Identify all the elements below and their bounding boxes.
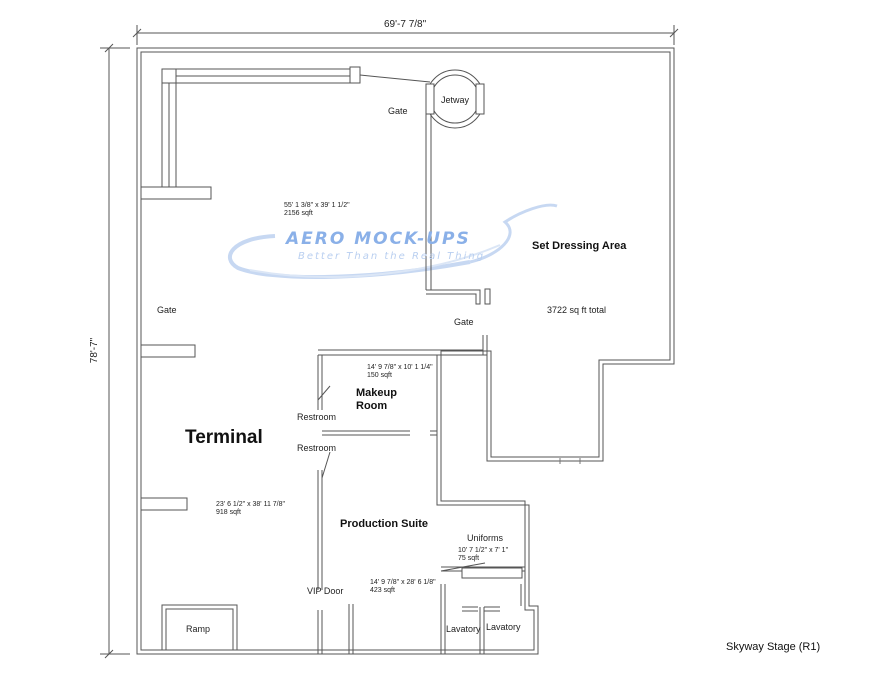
restroom-label-2: Restroom xyxy=(297,443,337,453)
wall-stub-1 xyxy=(140,186,212,200)
width-dimension-line xyxy=(132,25,679,45)
lavatory-label-2: Lavatory xyxy=(486,622,521,632)
jetway-label: Jetway xyxy=(441,95,470,105)
gate-area-dims: 55' 1 3/8" x 39' 1 1/2" xyxy=(284,202,350,209)
width-dimension-label: 69'-7 7/8" xyxy=(384,19,427,30)
production-suite-label: Production Suite xyxy=(340,518,428,530)
height-dimension-line xyxy=(100,43,130,659)
makeup-label-line1: Makeup xyxy=(356,387,397,399)
makeup-sqft: 150 sqft xyxy=(367,372,392,379)
outer-wall-inner xyxy=(140,51,671,651)
top-left-wall xyxy=(161,66,431,195)
inner-rooms-walls xyxy=(317,335,488,654)
terminal-dims: 23' 6 1/2" x 38' 11 7/8" xyxy=(216,501,286,508)
uniforms-label: Uniforms xyxy=(467,533,504,543)
set-dressing-area: 3722 sq ft total xyxy=(547,305,607,315)
height-dimension-label: 78'-7" xyxy=(89,337,101,364)
logo-swoosh xyxy=(227,203,558,280)
stage-name-label: Skyway Stage (R1) xyxy=(726,641,821,653)
logo-title: AERO MOCK-UPS xyxy=(286,229,471,249)
door-ticks xyxy=(559,458,581,464)
wall-stub-3 xyxy=(140,497,188,511)
set-dressing-label: Set Dressing Area xyxy=(532,240,627,252)
gate-top-label: Gate xyxy=(388,106,408,116)
ramp-label: Ramp xyxy=(186,624,211,634)
gate-corridor-wall xyxy=(425,114,491,305)
makeup-label-line2: Room xyxy=(356,400,388,412)
restroom-label-1: Restroom xyxy=(297,412,337,422)
wall-stub-2 xyxy=(140,344,196,358)
production-sqft: 423 sqft xyxy=(370,587,395,594)
production-dims: 14' 9 7/8" x 28' 6 1/8" xyxy=(370,579,436,586)
logo-tagline: Better Than the Real Thing xyxy=(298,251,486,262)
ramp-shape xyxy=(161,604,238,651)
lavatory-label-1: Lavatory xyxy=(446,624,481,634)
gate-left-label: Gate xyxy=(157,305,177,315)
terminal-sqft: 918 sqft xyxy=(216,509,241,516)
uniforms-sqft: 75 sqft xyxy=(458,555,480,562)
makeup-dims: 14' 9 7/8" x 10' 1 1/4" xyxy=(367,364,433,371)
gate-mid-label: Gate xyxy=(454,317,474,327)
gate-area-sqft: 2156 sqft xyxy=(284,210,313,217)
vip-door-label: VIP Door xyxy=(307,586,344,596)
jetway-shape xyxy=(425,69,485,129)
terminal-label: Terminal xyxy=(185,427,263,448)
outer-wall xyxy=(136,47,675,655)
uniforms-dims: 10' 7 1/2" x 7' 1" xyxy=(458,547,509,554)
uniforms-lavatory-walls xyxy=(440,562,525,654)
